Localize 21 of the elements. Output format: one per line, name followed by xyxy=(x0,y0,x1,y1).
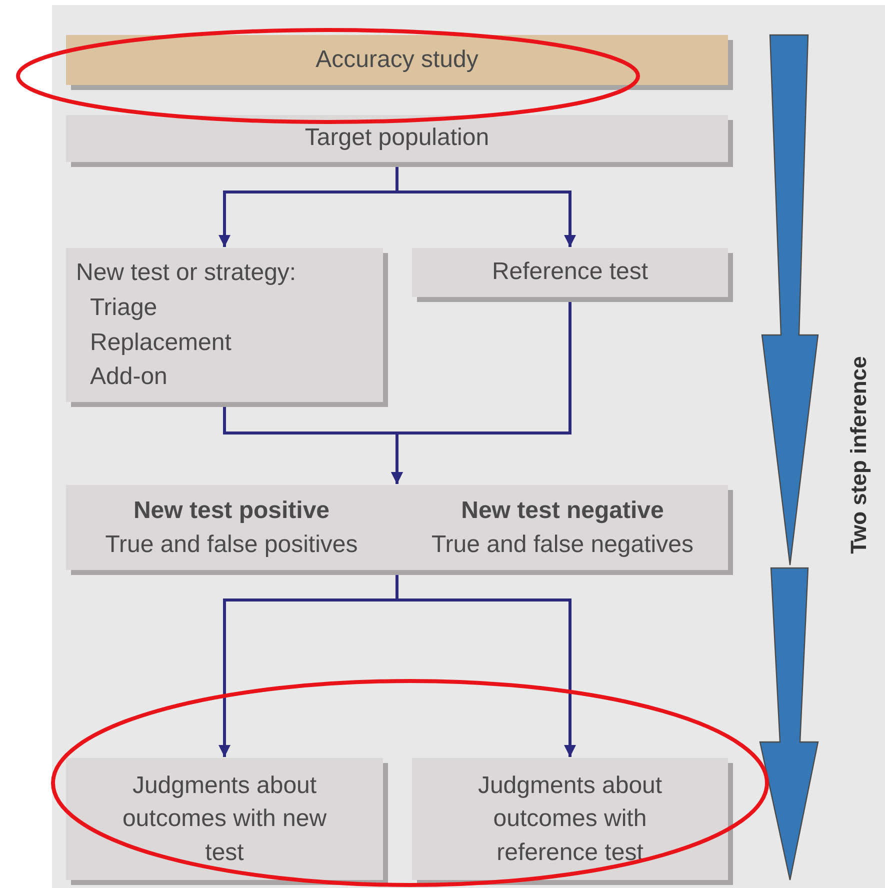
box-text: True and false negatives xyxy=(430,530,694,560)
box-heading: New test positive xyxy=(132,496,331,526)
process-box xyxy=(66,248,383,402)
box-text: Target population xyxy=(304,123,490,154)
process-box xyxy=(66,115,728,162)
process-box xyxy=(66,758,383,880)
list-item: Add-on xyxy=(89,362,168,392)
process-box xyxy=(412,248,728,297)
list-item: Triage xyxy=(89,292,158,323)
box-text: Judgments about outcomes with reference test xyxy=(476,770,664,868)
box-text: Reference test xyxy=(492,257,648,288)
box-text: Accuracy study xyxy=(316,44,478,75)
process-box xyxy=(66,485,728,570)
list-item: Replacement xyxy=(89,328,232,358)
header-box xyxy=(66,35,728,85)
box-heading: New test negative xyxy=(460,496,665,526)
box-text: True and false positives xyxy=(104,530,359,560)
box-heading: New test or strategy: xyxy=(76,258,296,288)
process-box xyxy=(412,758,728,880)
side-label: Two step inference xyxy=(846,356,871,554)
box-text: Judgments about outcomes with new test xyxy=(121,770,328,868)
